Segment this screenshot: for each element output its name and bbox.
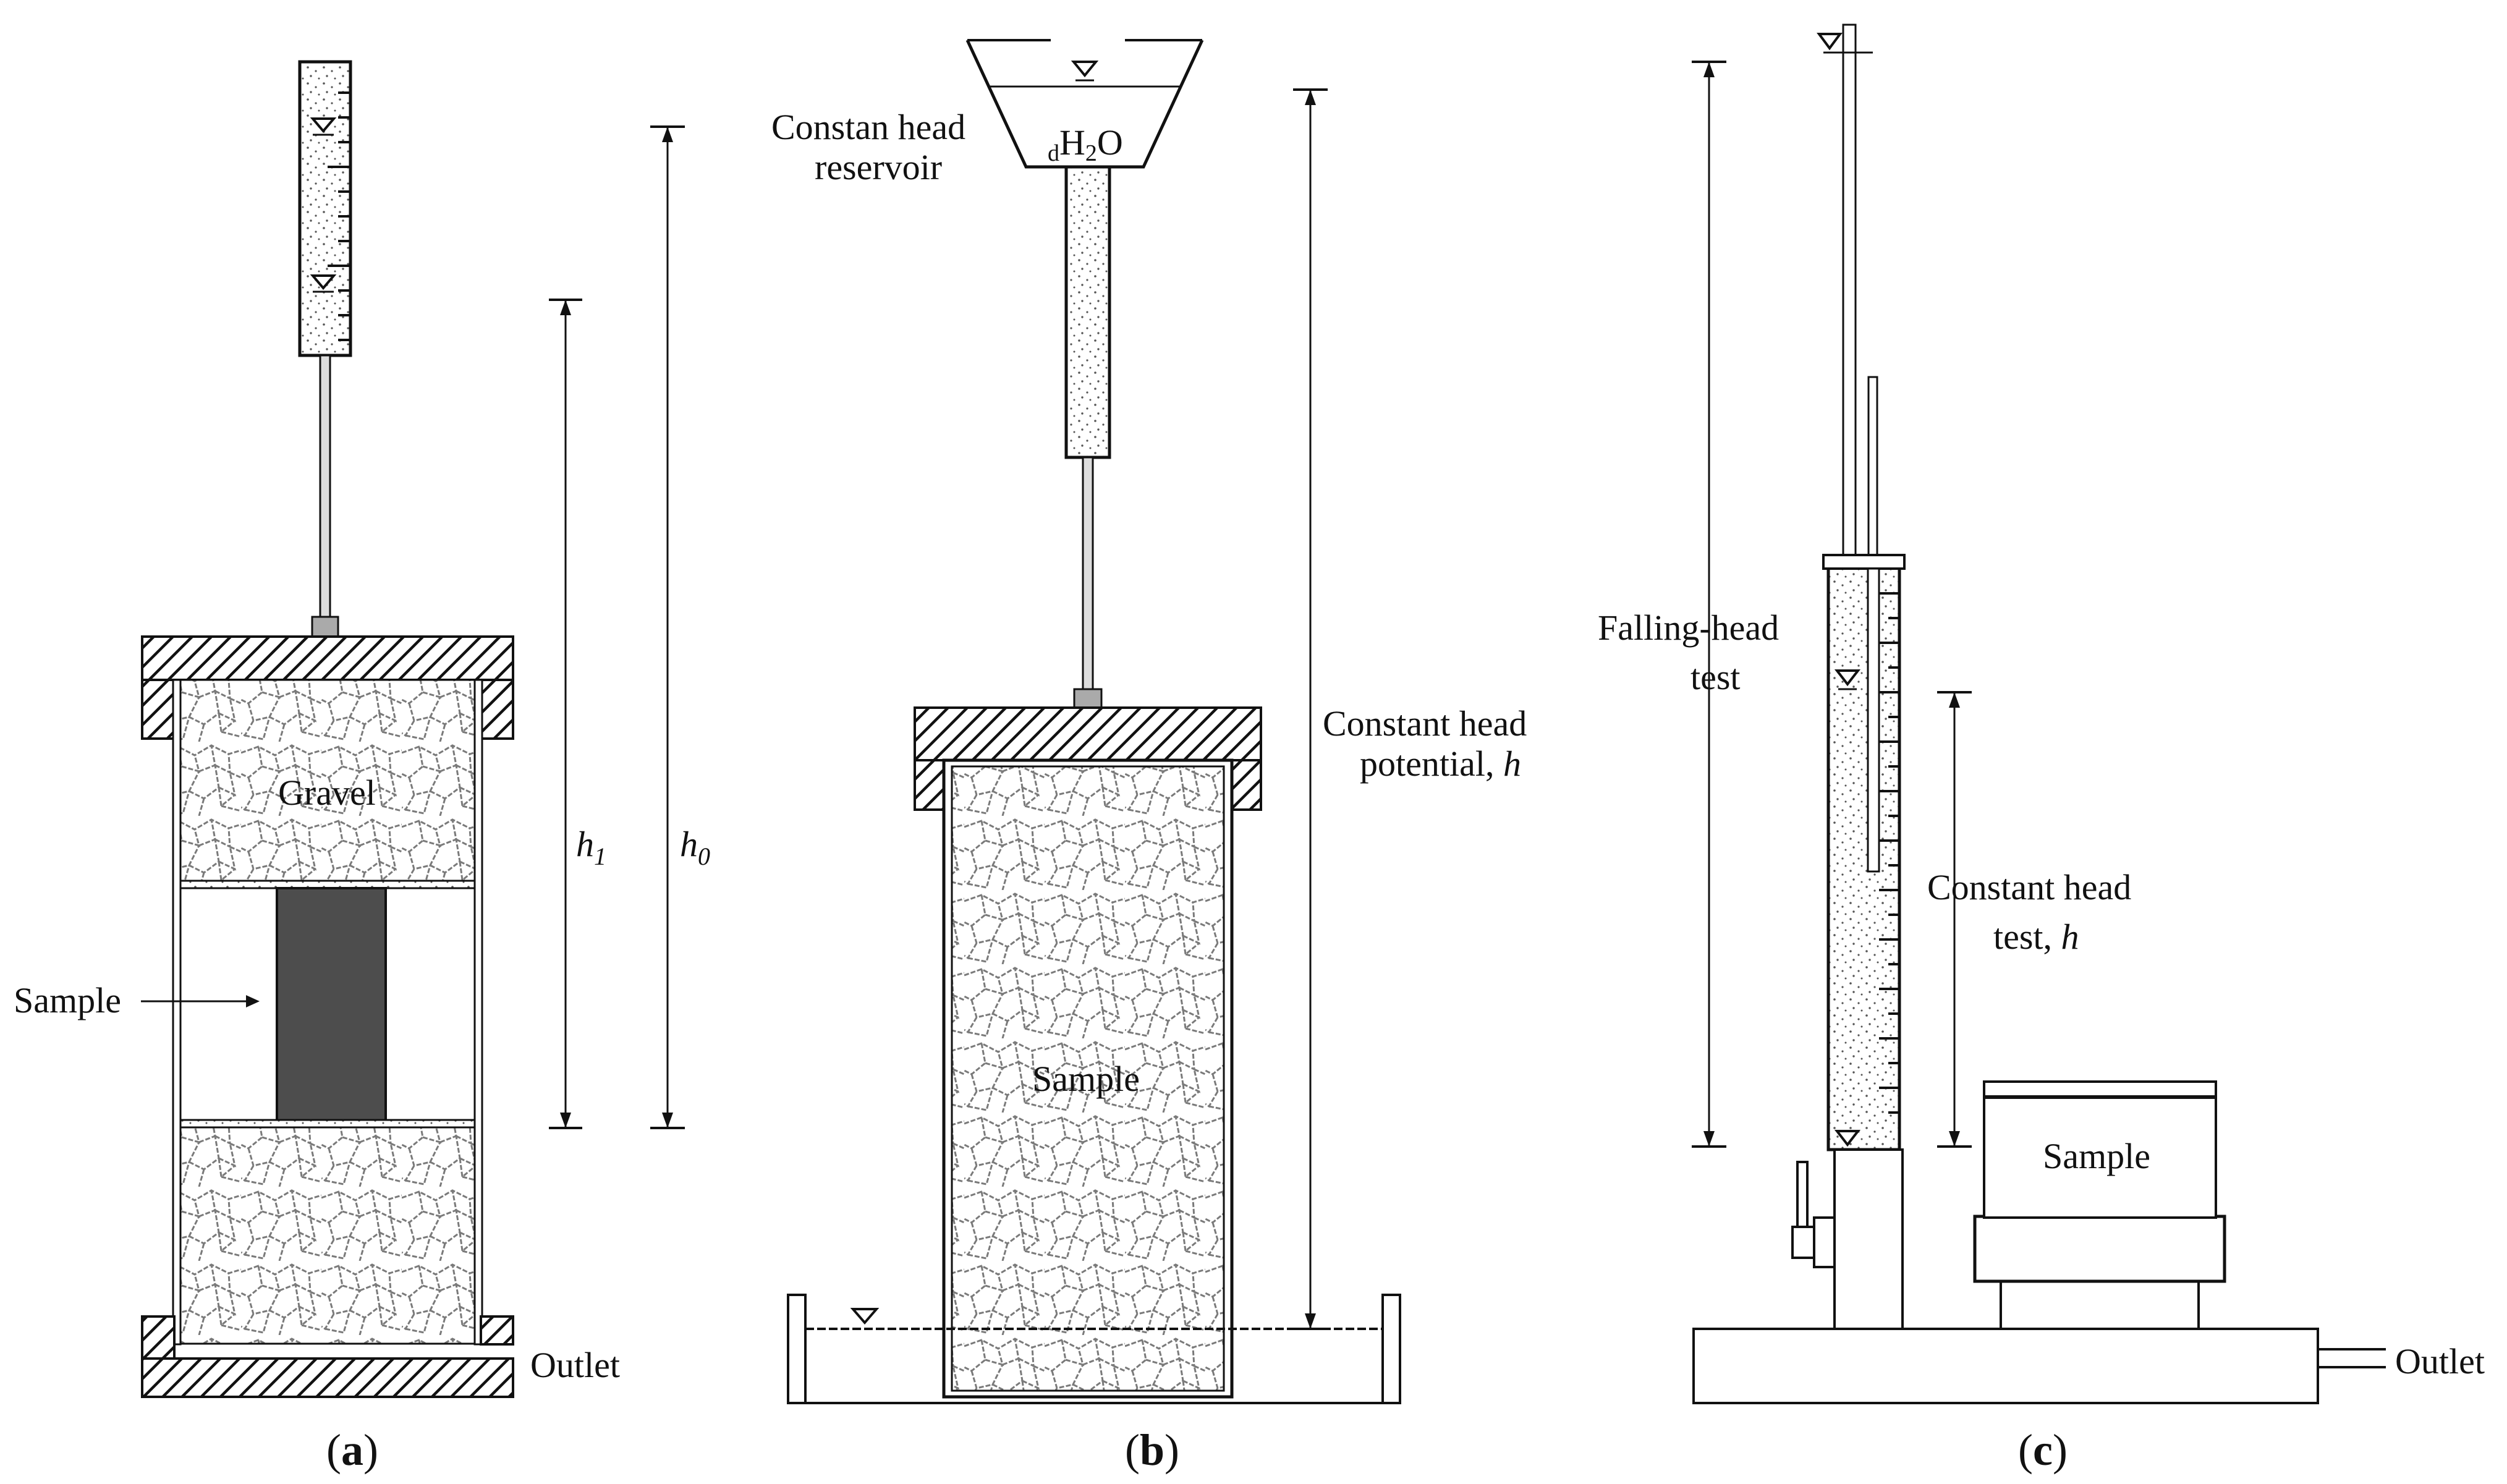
panel-a-tube	[319, 354, 331, 619]
panel-b-tube	[1082, 456, 1094, 690]
panel-a-sample-block	[276, 887, 387, 1124]
panel-c-base	[1692, 1328, 2319, 1404]
panel-a-tube-fitting	[311, 616, 339, 638]
panel-a-sample-arrowhead	[246, 995, 260, 1007]
panel-c-constant-head-standpipe	[1867, 376, 1878, 564]
panel-c-standpipe-level-icon	[1817, 33, 1843, 51]
panel-a-bottom-cap-left-lip	[141, 1315, 176, 1361]
panel-a-sample-label: Sample	[14, 980, 121, 1020]
panel-a-h1-label: h1	[576, 824, 606, 870]
panel-a-caption: (a)	[326, 1425, 378, 1475]
panel-c-sample-label: Sample	[2043, 1136, 2150, 1176]
panel-c-sample-mould-base	[1973, 1215, 2226, 1283]
panel-b-reservoir-label-line1: Constan head	[771, 107, 965, 147]
panel-b-tailwater-level-icon	[850, 1308, 880, 1325]
panel-c-upper-level-icon	[1834, 669, 1861, 687]
panel-c-sample-box	[1983, 1080, 2217, 1219]
panel-a-top-cap	[141, 635, 514, 681]
panel-c-cylinder-housing	[1833, 1148, 1904, 1330]
panel-c-caption: (c)	[2018, 1425, 2068, 1475]
panel-a-gravel-label: Gravel	[278, 773, 376, 813]
panel-c: Outlet	[1598, 23, 2485, 1475]
panel-a-water-level-upper-icon	[310, 117, 337, 134]
panel-b-reservoir-label-line2: reservoir	[815, 147, 942, 187]
panel-b-caption: (b)	[1125, 1425, 1179, 1475]
panel-c-cylinder-scale	[1879, 592, 1899, 1114]
panel-a-column-left-wall	[172, 679, 182, 1346]
panel-b: dH2O Constan head reservoir Sample Const…	[771, 39, 1527, 1475]
panel-a-column-right-wall	[473, 679, 483, 1346]
panel-a-gravel-lower	[179, 1126, 476, 1345]
panel-c-outlet-label: Outlet	[2395, 1341, 2485, 1381]
panel-a-gravel-upper	[179, 679, 476, 885]
panel-a-filter-lower	[179, 1119, 476, 1129]
panel-b-tube-fitting	[1073, 688, 1103, 710]
panel-a-burette-scale	[328, 91, 350, 341]
panel-c-falling-head-label-line2: test	[1690, 657, 1741, 697]
panel-c-inner-tube	[1867, 567, 1880, 873]
panel-b-supply-column	[1064, 165, 1111, 459]
panel-a: Gravel Sample Outlet h1 h0 (a)	[14, 60, 710, 1475]
panel-a-burette	[298, 60, 352, 357]
panel-c-sample-mould-foot	[2000, 1278, 2200, 1330]
panel-b-sample	[951, 765, 1225, 1392]
panel-a-h0-label: h0	[680, 824, 710, 870]
panel-c-falling-head-standpipe	[1842, 23, 1857, 564]
panel-b-top-cap-right-lip	[1229, 759, 1262, 811]
panel-a-outlet-label: Outlet	[530, 1345, 620, 1385]
panel-a-water-level-lower-icon	[310, 274, 337, 290]
panel-c-cylinder	[1826, 554, 1901, 1151]
panel-b-head-label-line1: Constant head	[1323, 703, 1527, 744]
panel-a-bottom-cap-right-lip	[480, 1315, 514, 1346]
panel-b-water-label: dH2O	[1048, 122, 1123, 166]
panel-c-falling-head-label-line1: Falling-head	[1598, 608, 1779, 648]
panel-c-constant-head-label-line1: Constant head	[1927, 867, 2131, 907]
panel-a-top-cap-left-lip	[141, 679, 176, 740]
panel-c-constant-head-label-line2: test, h	[1993, 917, 2079, 957]
panel-b-reservoir-level-icon	[1071, 61, 1099, 78]
panel-b-top-cap	[914, 706, 1262, 761]
panel-b-head-label-line2: potential, h	[1360, 744, 1521, 784]
panel-b-top-cap-left-lip	[914, 759, 947, 811]
panel-a-top-cap-right-lip	[480, 679, 514, 740]
panel-a-bottom-cap	[141, 1357, 514, 1398]
panel-b-sample-label: Sample	[1032, 1059, 1140, 1099]
panel-c-lower-level-icon	[1834, 1130, 1861, 1147]
